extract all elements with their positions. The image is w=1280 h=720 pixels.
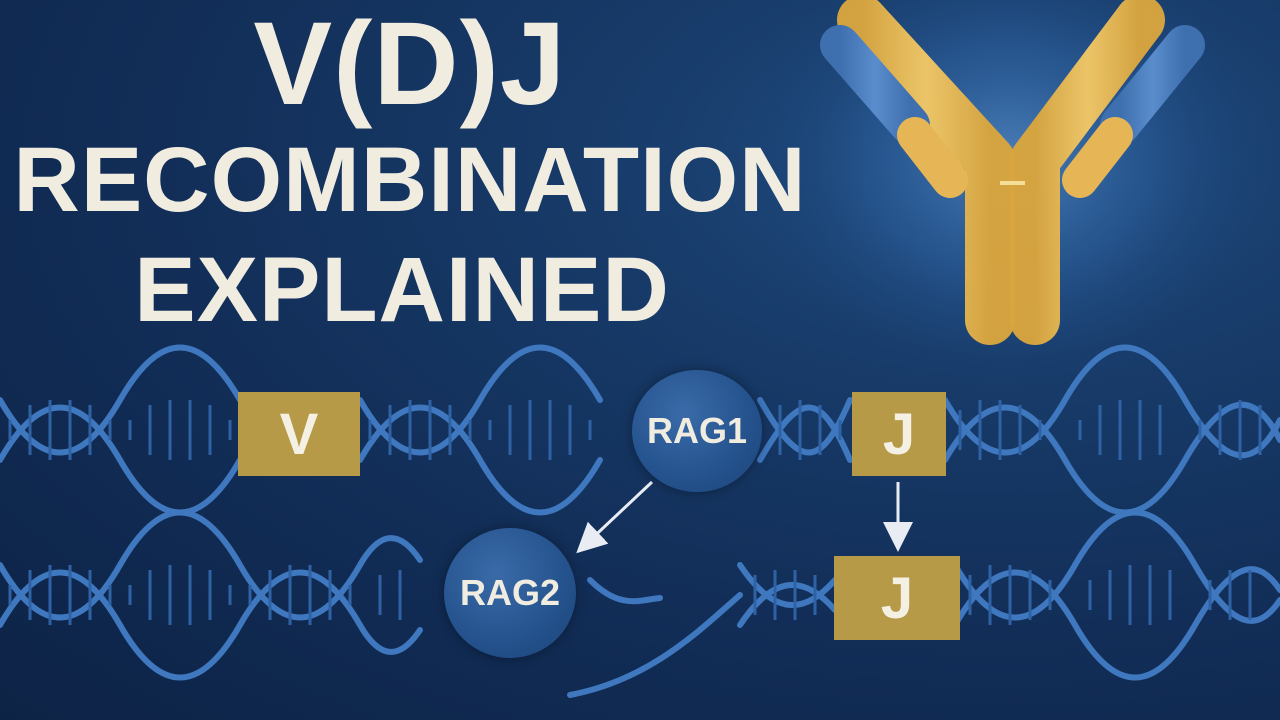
rag2-label: RAG2 [459, 572, 561, 613]
rag2-enzyme: RAG2 [444, 528, 576, 658]
j-segment-box-top: J [852, 392, 946, 476]
arrow-icon [576, 480, 654, 554]
j-segment-label-top: J [882, 401, 916, 467]
rag1-label: RAG1 [646, 410, 748, 451]
title-line-1: V(D)J [253, 0, 567, 130]
title-line-3: EXPLAINED [134, 239, 670, 341]
title-line-2: RECOMBINATION [13, 129, 807, 231]
j-segment-label-bottom: J [880, 565, 914, 631]
v-segment-label: V [279, 401, 319, 467]
v-segment-box: V [238, 392, 360, 476]
j-segment-box-bottom: J [834, 556, 960, 640]
rag1-enzyme: RAG1 [632, 370, 762, 492]
antibody-icon [820, 0, 1205, 345]
